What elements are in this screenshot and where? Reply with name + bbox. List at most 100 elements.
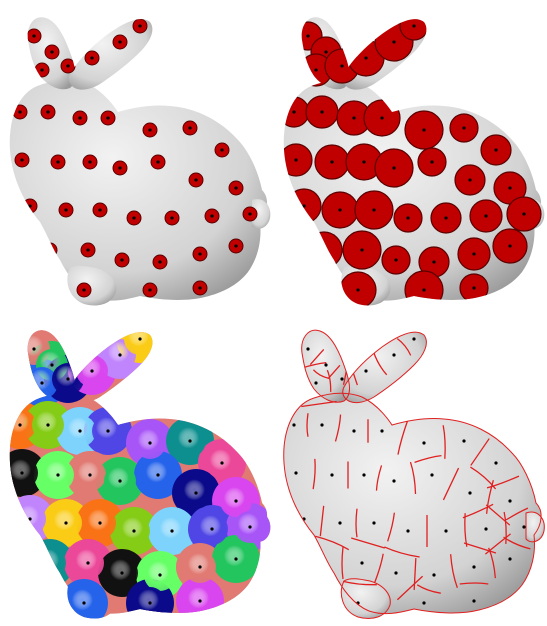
- seed-point-18: [430, 473, 433, 476]
- seed-point-33: [508, 557, 511, 560]
- seed-point-16: [362, 160, 365, 163]
- seed-point-35: [148, 288, 151, 291]
- seed-point-25: [170, 529, 173, 532]
- seed-point-21: [302, 204, 305, 207]
- seed-point-3: [340, 377, 343, 380]
- seed-point-18: [156, 160, 159, 163]
- seed-point-2: [40, 68, 43, 71]
- seed-point-11: [422, 441, 425, 444]
- seed-point-36: [198, 599, 201, 602]
- bunny-part-2: [343, 332, 427, 403]
- seed-point-15: [330, 160, 333, 163]
- seed-point-6: [412, 337, 415, 340]
- seed-point-3: [66, 377, 69, 380]
- seed-point-13: [494, 461, 497, 464]
- seed-point-10: [106, 429, 109, 432]
- seed-point-25: [444, 529, 447, 532]
- seed-point-25: [170, 216, 173, 219]
- seed-point-23: [372, 208, 375, 211]
- seed-point-6: [412, 24, 415, 27]
- seed-point-16: [88, 160, 91, 163]
- seed-point-15: [330, 473, 333, 476]
- seed-point-20: [508, 186, 511, 189]
- seed-point-20: [234, 499, 237, 502]
- seed-point-11: [148, 441, 151, 444]
- seed-point-7: [18, 423, 21, 426]
- seed-point-29: [360, 248, 363, 251]
- seed-point-27: [248, 212, 251, 215]
- seed-point-33: [508, 244, 511, 247]
- seed-point-14: [20, 471, 23, 474]
- seed-point-26: [210, 527, 213, 530]
- seed-point-16: [362, 473, 365, 476]
- seed-point-33: [234, 244, 237, 247]
- seed-point-15: [56, 160, 59, 163]
- panel-cell-boundaries: [274, 313, 547, 626]
- large-patch-28: [306, 232, 342, 268]
- seed-point-31: [158, 573, 161, 576]
- seed-point-29: [86, 248, 89, 251]
- seed-point-31: [432, 573, 435, 576]
- seed-point-6: [138, 337, 141, 340]
- seed-point-1: [50, 50, 53, 53]
- seed-point-34: [356, 288, 359, 291]
- bunny-large-patches-svg: [274, 0, 547, 313]
- seed-point-13: [220, 148, 223, 151]
- seed-point-17: [118, 166, 121, 169]
- seed-point-30: [394, 571, 397, 574]
- cell-group: [0, 313, 273, 626]
- seed-point-20: [508, 499, 511, 502]
- seed-point-26: [210, 214, 213, 217]
- seed-point-12: [188, 439, 191, 442]
- seed-point-4: [364, 369, 367, 372]
- seed-point-22: [338, 208, 341, 211]
- seed-point-0: [32, 34, 35, 37]
- seed-point-14: [20, 158, 23, 161]
- seed-point-29: [360, 561, 363, 564]
- seed-point-1: [324, 363, 327, 366]
- seed-point-28: [322, 561, 325, 564]
- seed-point-9: [78, 116, 81, 119]
- seed-point-18: [430, 160, 433, 163]
- seed-point-4: [90, 56, 93, 59]
- seed-point-24: [132, 529, 135, 532]
- seed-point-10: [106, 116, 109, 119]
- seed-point-22: [64, 208, 67, 211]
- cell-highlight-28: [34, 547, 66, 579]
- seed-point-1: [50, 363, 53, 366]
- seed-point-14: [294, 471, 297, 474]
- seed-point-31: [432, 260, 435, 263]
- seed-point-5: [118, 353, 121, 356]
- seed-point-5: [118, 40, 121, 43]
- seed-point-23: [98, 208, 101, 211]
- seed-point-16: [88, 473, 91, 476]
- seed-point-26: [484, 214, 487, 217]
- seed-point-5: [392, 353, 395, 356]
- small-patch-28: [43, 243, 57, 257]
- seed-point-18: [156, 473, 159, 476]
- seed-point-8: [320, 423, 323, 426]
- seed-point-8: [46, 110, 49, 113]
- seed-point-28: [322, 248, 325, 251]
- seed-point-34: [82, 288, 85, 291]
- seed-point-0: [32, 347, 35, 350]
- seed-point-3: [340, 64, 343, 67]
- seed-point-17: [118, 479, 121, 482]
- panel-small-patches: [0, 0, 273, 313]
- seed-point-24: [406, 529, 409, 532]
- seed-point-19: [194, 178, 197, 181]
- seed-point-4: [90, 369, 93, 372]
- seed-point-23: [372, 521, 375, 524]
- seed-point-36: [198, 286, 201, 289]
- seed-point-33: [234, 557, 237, 560]
- seed-point-2: [314, 381, 317, 384]
- seed-point-25: [444, 216, 447, 219]
- seed-point-24: [406, 216, 409, 219]
- seed-point-12: [462, 439, 465, 442]
- seed-point-30: [394, 258, 397, 261]
- seed-point-0: [306, 347, 309, 350]
- bunny-colored-cells-svg: [0, 313, 273, 626]
- seed-point-15: [56, 473, 59, 476]
- seed-point-17: [392, 166, 395, 169]
- seed-point-32: [472, 565, 475, 568]
